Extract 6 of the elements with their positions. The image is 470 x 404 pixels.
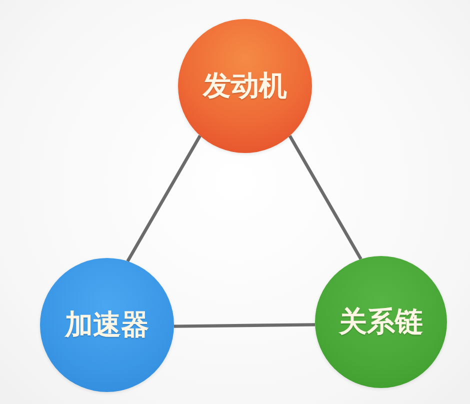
node-label: 加速器 — [65, 310, 149, 340]
connector-line — [288, 135, 362, 260]
connector-line — [174, 323, 316, 328]
node-label: 关系链 — [339, 306, 423, 338]
connector-line — [126, 134, 202, 262]
node-label: 发动机 — [203, 70, 287, 102]
